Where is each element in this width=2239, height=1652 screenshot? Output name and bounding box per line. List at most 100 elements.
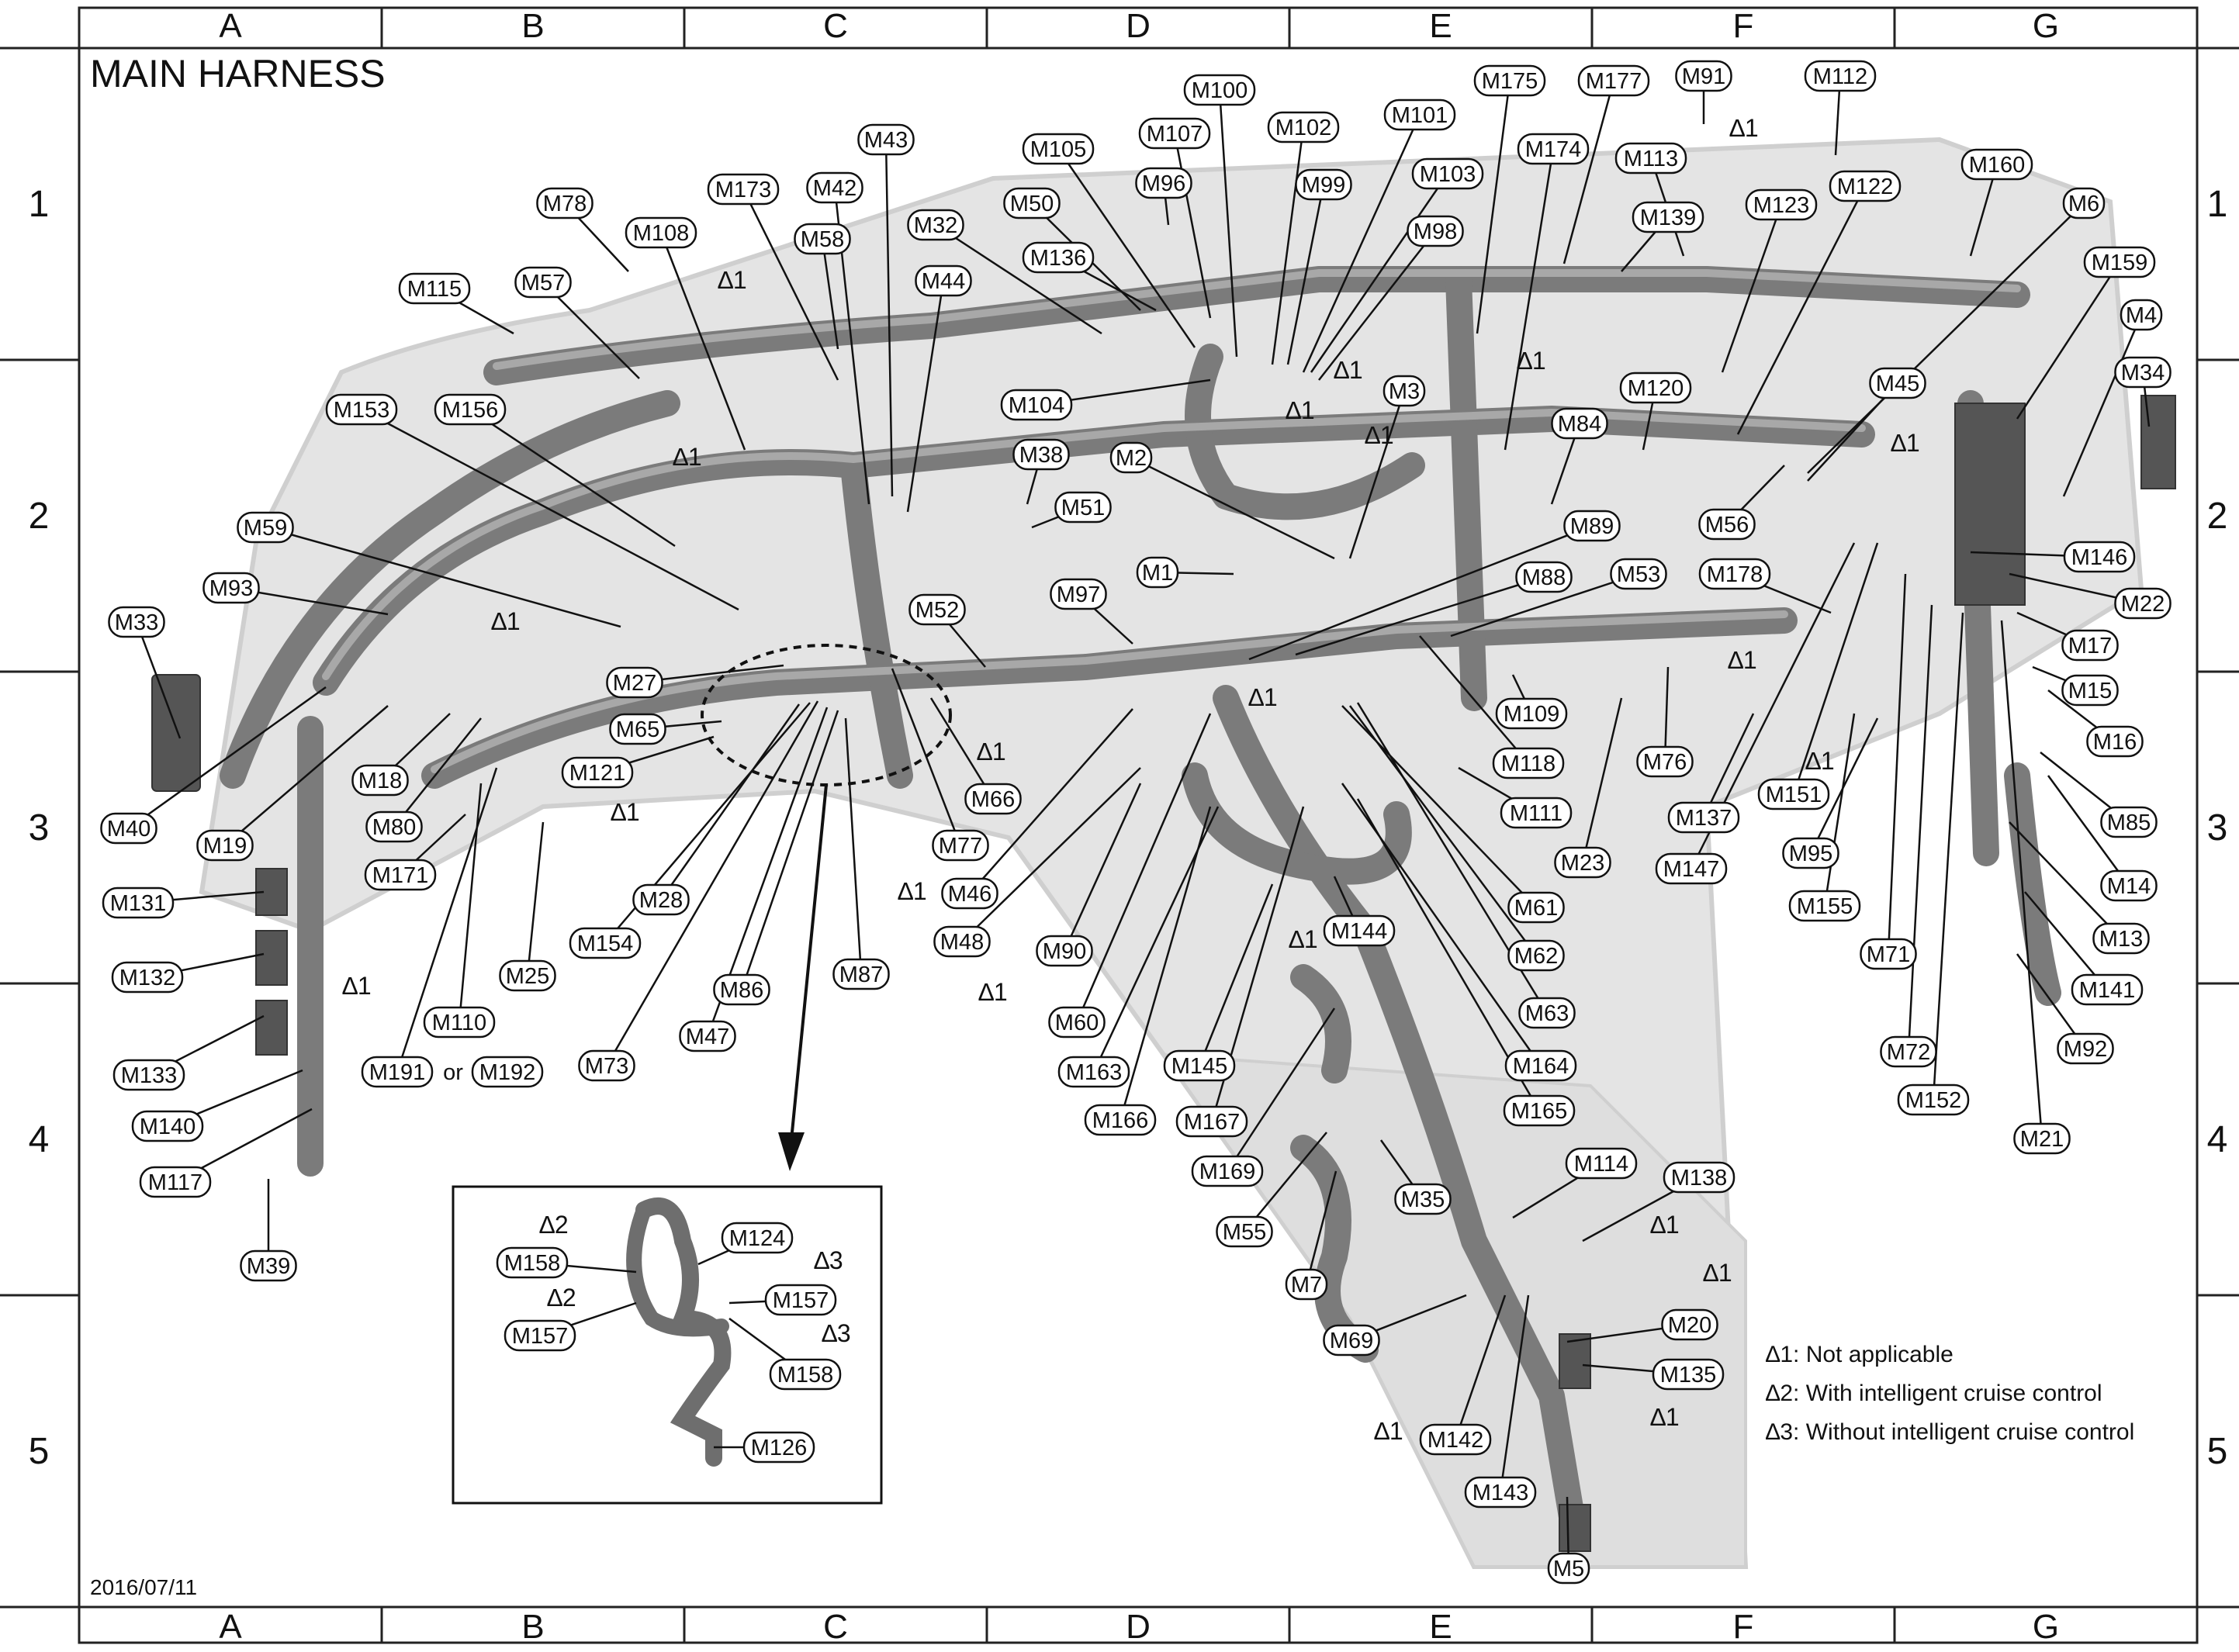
connector-text: M20: [1668, 1313, 1711, 1338]
leader-m98: [1318, 230, 1436, 381]
connector-label-m192: M192: [471, 1056, 544, 1088]
connector-text: M71: [1867, 942, 1910, 967]
connector-label-m122: M122: [1829, 170, 1902, 202]
leader-m88: [1295, 575, 1545, 656]
note-mark-star1: ∆1: [718, 266, 746, 294]
leader-m71: [1887, 573, 1907, 955]
grid-row-label: 1: [29, 184, 50, 225]
connector-text: M157: [512, 1324, 569, 1349]
leader-m151: [1792, 542, 1879, 795]
connector-label-m35: M35: [1394, 1183, 1452, 1215]
connector-text: M144: [1331, 919, 1388, 944]
misc-text: or: [443, 1060, 463, 1085]
connector-label-m160: M160: [1960, 148, 2033, 181]
connector-label-m123: M123: [1745, 188, 1818, 221]
leader-m44: [906, 280, 945, 513]
connector-text: M145: [1171, 1054, 1228, 1079]
connector-text: M132: [119, 966, 176, 990]
connector-label-m152: M152: [1897, 1083, 1970, 1116]
leader-m145: [1198, 883, 1274, 1066]
connector-label-m105: M105: [1022, 133, 1095, 165]
connector-label-m103: M103: [1411, 157, 1484, 190]
connector-label-m147: M147: [1655, 852, 1728, 885]
connector-text: M3: [1389, 379, 1420, 404]
grid-col-label: D: [1126, 1608, 1151, 1646]
leader-m142: [1454, 1294, 1507, 1440]
connector-label-m63: M63: [1518, 997, 1576, 1029]
connector-label-m77: M77: [932, 829, 989, 862]
connector-label-m59: M59: [237, 511, 294, 544]
connector-label-m86: M86: [713, 973, 770, 1006]
note-mark-star3: ∆3: [822, 1319, 850, 1347]
grid-col-label: D: [1126, 7, 1151, 45]
connector-label-m72: M72: [1880, 1035, 1937, 1068]
connector-text: M90: [1043, 939, 1086, 964]
connector-text: M110: [432, 1011, 486, 1035]
note-mark-star1: ∆1: [977, 738, 1005, 766]
connector-text: M113: [1624, 147, 1678, 171]
connector-label-m178: M178: [1698, 558, 1771, 590]
connector-text: M62: [1514, 944, 1558, 969]
connector-text: M131: [110, 891, 167, 916]
connector-text: M55: [1223, 1220, 1266, 1245]
leader-m174: [1504, 148, 1555, 451]
connector-label-m56: M56: [1698, 508, 1756, 541]
connector-text: M22: [2121, 592, 2165, 617]
connector-label-m38: M38: [1012, 438, 1070, 471]
connector-label-m87: M87: [832, 958, 890, 990]
connector-label-m62: M62: [1507, 939, 1565, 972]
connector-label-m40: M40: [100, 812, 157, 845]
grid-row-label: 5: [29, 1431, 50, 1472]
connector-text: M52: [915, 598, 959, 623]
connector-label-m175: M175: [1473, 64, 1546, 97]
leader-m25: [526, 821, 545, 976]
connector-text: M46: [948, 882, 991, 907]
connector-label-m55: M55: [1216, 1215, 1273, 1248]
connector-label-m167: M167: [1175, 1105, 1248, 1138]
leader-lines: [128, 75, 2151, 1569]
leader-m32: [935, 223, 1102, 335]
connector-text: M118: [1501, 752, 1556, 776]
connector-label-m146: M146: [2063, 541, 2136, 573]
connector-label-m3: M3: [1383, 375, 1426, 407]
leader-m191: [396, 767, 498, 1073]
leader-m122: [1736, 185, 1867, 435]
leader-m66: [929, 697, 995, 800]
connector-text: M97: [1057, 582, 1100, 607]
leader-m4: [2062, 314, 2143, 497]
connector-label-m20: M20: [1661, 1308, 1718, 1341]
connector-label-m117: M117: [139, 1166, 212, 1198]
connector-text: M85: [2107, 810, 2151, 835]
connector-text: M133: [121, 1063, 178, 1088]
connector-text: M1: [1142, 561, 1173, 586]
connector-text: M21: [2020, 1127, 2064, 1152]
connector-text: M175: [1482, 69, 1538, 94]
connector-label-m131: M131: [102, 886, 175, 919]
connector-label-m46: M46: [941, 877, 998, 910]
leader-m155: [1823, 713, 1856, 907]
connector-text: M111: [1510, 801, 1562, 826]
note-mark-star1: ∆1: [1728, 646, 1756, 674]
note-mark-star1: ∆1: [1374, 1417, 1403, 1445]
note-1: ∆1: Not applicable: [1766, 1342, 1954, 1367]
leader-m28: [659, 703, 801, 900]
connector-text: M122: [1837, 175, 1894, 199]
connector-label-m144: M144: [1323, 914, 1396, 947]
connector-text: M140: [140, 1115, 196, 1139]
connector-text: M88: [1522, 565, 1566, 590]
connector-text: M171: [372, 863, 429, 888]
connector-text: M123: [1753, 193, 1810, 218]
leader-m72: [1907, 604, 1933, 1052]
connector-label-m13: M13: [2092, 922, 2150, 955]
connector-text: M100: [1192, 78, 1248, 103]
leader-m48: [961, 767, 1141, 942]
leader-m108: [659, 232, 746, 451]
note-mark-star1: ∆1: [611, 798, 639, 826]
connector-label-m6: M6: [2062, 187, 2106, 219]
grid-col-label: G: [2033, 1608, 2059, 1646]
connector-label-m115: M115: [398, 272, 471, 305]
connector-label-m97: M97: [1050, 578, 1107, 610]
grid-row-label: 1: [2207, 184, 2228, 225]
leader-m141: [2024, 891, 2108, 990]
